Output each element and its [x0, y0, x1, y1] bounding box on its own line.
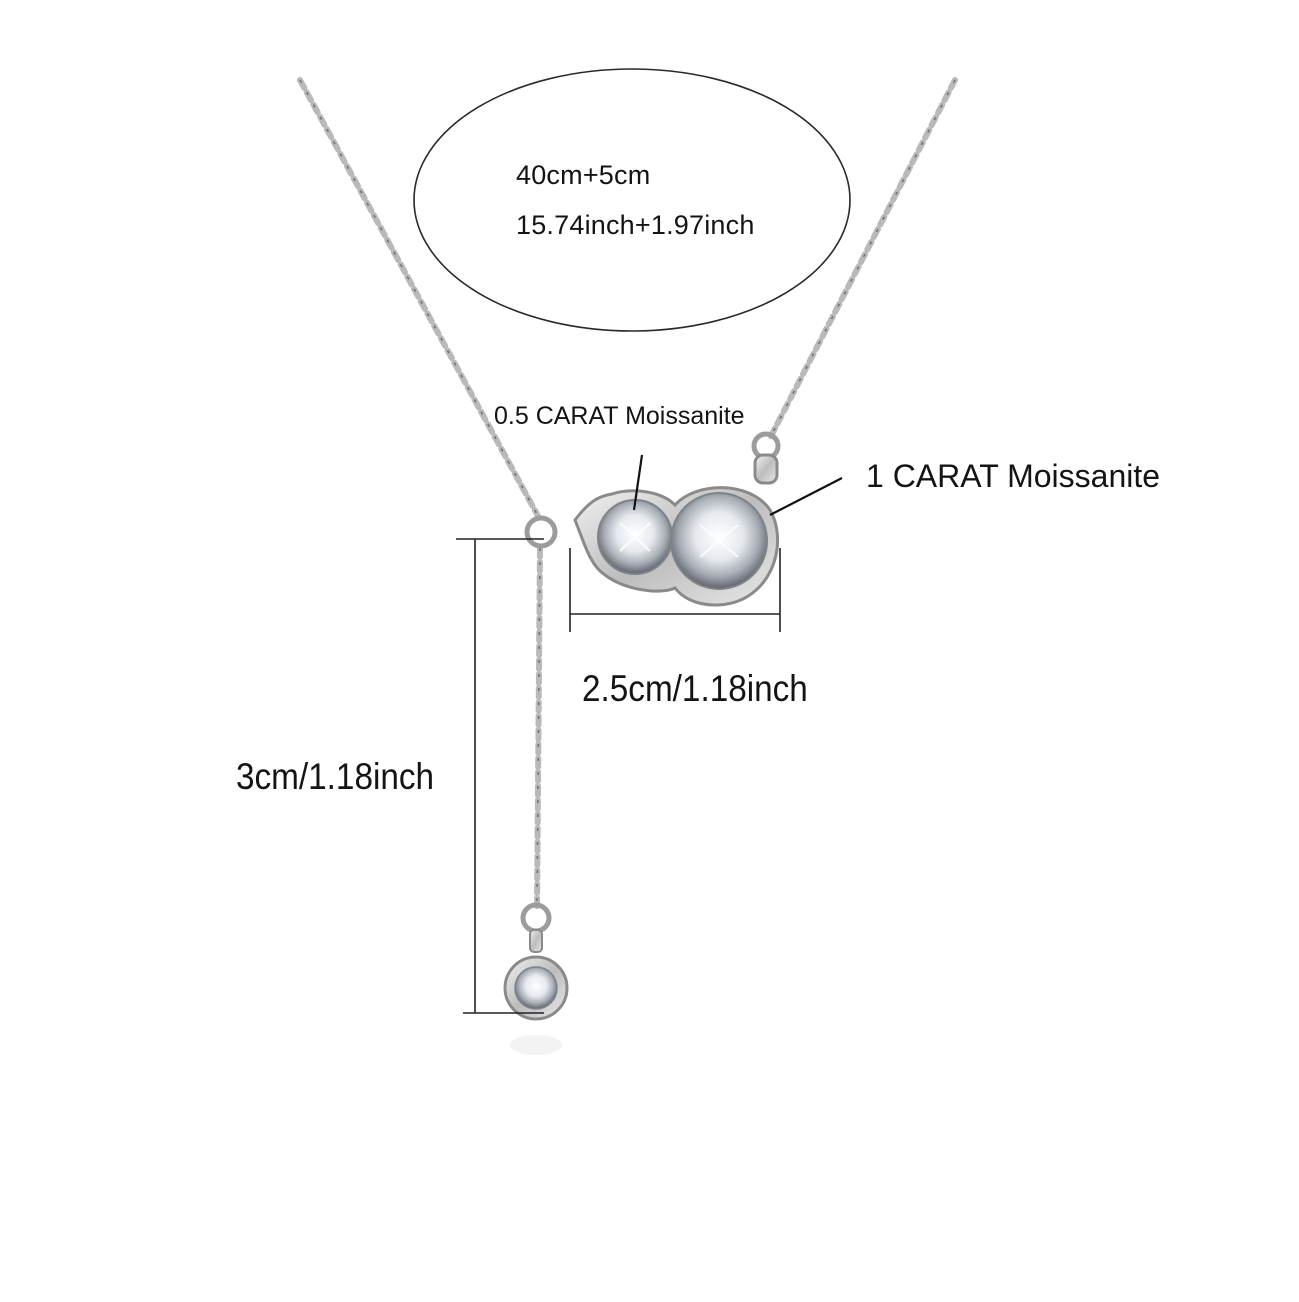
chain-right	[767, 77, 958, 441]
small-stone-label: 0.5 CARAT Moissanite	[494, 402, 745, 430]
chain-length-inch: 15.74inch+1.97inch	[516, 210, 755, 240]
drop-ring	[520, 902, 552, 934]
drop-length-label: 3cm/1.18inch	[236, 756, 435, 797]
pendant-width-label: 2.5cm/1.18inch	[582, 668, 808, 709]
drop-reflection	[510, 1035, 562, 1055]
drop-moissanite	[514, 966, 558, 1010]
drop-bail	[529, 929, 543, 953]
drop-dimension-line	[456, 538, 544, 1014]
width-dimension-line	[569, 548, 781, 632]
large-stone-pointer	[769, 477, 843, 516]
length-info-ellipse	[413, 68, 851, 332]
small-stone-pointer	[632, 454, 644, 511]
large-stone-label: 1 CARAT Moissanite	[866, 458, 1161, 494]
chain-left	[297, 77, 541, 519]
chain-drop	[534, 545, 543, 909]
side-ring	[524, 515, 558, 549]
chain-length-cm: 40cm+5cm	[516, 160, 651, 190]
